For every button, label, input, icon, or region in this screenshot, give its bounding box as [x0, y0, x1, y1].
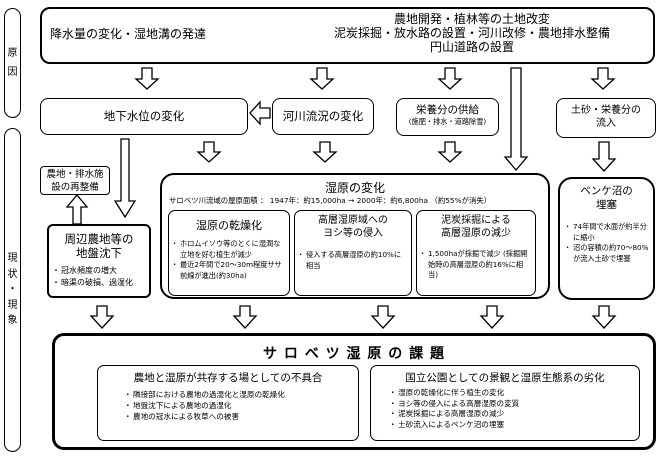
groundwater-label: 地下水位の変化 [103, 109, 185, 123]
list-item: 土砂流入によるペンケ沼の埋塞 [389, 420, 639, 431]
reed-title: 高層湿原域への ヨシ等の侵入 [295, 214, 411, 240]
wetland-area-line: サロベツ川流域の屋原面積 ： 1947年：約15,000ha → 2000年：約… [169, 196, 492, 205]
cause-climate: 降水量の変化・湿地溝の発達 [50, 27, 207, 41]
sediment-line: 土砂・栄養分の [571, 105, 641, 116]
sediment-line: 流入 [596, 118, 616, 129]
side-label-char: 因 [7, 67, 18, 78]
down-arrow [479, 305, 505, 329]
nutrient-sub: (施肥・排水・道路除雪) [408, 117, 487, 126]
sediment-inflow-box: 土砂・栄養分の 流入 [556, 98, 656, 138]
penke-title-line: 埋塞 [596, 199, 617, 211]
river-label: 河川流況の変化 [282, 109, 364, 123]
down-arrow [590, 67, 616, 90]
wetland-title: 湿原の変化 [324, 181, 385, 195]
down-arrow [312, 141, 338, 163]
list-item: 泥炭採掘による高層湿原の減少 [389, 409, 639, 420]
list-item: 最近2年間で20～30m程度ササ前線が進出(約30ha) [171, 260, 286, 281]
down-arrow [591, 305, 617, 329]
down-arrow [134, 67, 160, 90]
list-item: 冠水頻度の増大 [52, 265, 149, 277]
drainage-line: 設の再整備 [51, 182, 99, 193]
penke-list: 74年間で水面が約半分に縮小 沼の容積の約70～80%が流入土砂で埋塞 [564, 222, 649, 264]
peat-title-line: 泥炭採掘による [441, 215, 511, 226]
ground-subsidence-box: 周辺農地等の 地盤沈下 冠水頻度の増大 暗渠の破損、過湿化 [47, 224, 151, 298]
down-arrow [437, 67, 463, 90]
down-arrow [370, 305, 396, 329]
reed-list: 侵入する高層湿原の約10%に相当 [297, 250, 408, 271]
list-item: 湿原の乾燥化に伴う植生の変化 [389, 388, 639, 399]
park-degradation-list: 湿原の乾燥化に伴う植生の変化 ヨシ等の侵入による高層湿原の変質 泥炭採掘による高… [389, 388, 639, 431]
down-arrow [591, 141, 617, 172]
subsidence-title-line: 周辺農地等の [64, 232, 134, 246]
side-label-char: 状 [7, 268, 18, 280]
list-item: 沼の容積の約70～80%が流入土砂で埋塞 [564, 243, 649, 264]
side-label-char: 現 [7, 299, 18, 311]
list-item: 侵入する高層湿原の約10%に相当 [297, 250, 408, 271]
reed-invasion-box: 高層湿原域への ヨシ等の侵入 侵入する高層湿原の約10%に相当 [294, 210, 412, 296]
down-arrow [196, 141, 222, 163]
coexistence-list: 隣接部における農地の過湿化と湿原の乾燥化 地盤沈下による農地の過湿化 農地の冠水… [124, 389, 358, 422]
side-label-char: 原 [7, 48, 18, 59]
drying-box: 湿原の乾燥化 ホロムイソウ等のとくに湿潤な立地を好む植生が減少 最近2年間で20… [168, 210, 290, 296]
left-arrow [249, 100, 271, 126]
coexistence-title: 農地と湿原が共存する場としての不具合 [133, 372, 323, 384]
issues-title: サ ロ ベ ツ 湿 原 の 課 題 [263, 346, 445, 362]
list-item: 1,500haが採掘で減少 (採掘開始時の高層湿原の約16%に相当) [419, 249, 532, 281]
park-degradation-box: 国立公園としての景観と湿原生態系の劣化 湿原の乾燥化に伴う植生の変化 ヨシ等の侵… [370, 365, 640, 441]
groundwater-change-box: 地下水位の変化 [40, 98, 248, 135]
down-arrow [89, 305, 115, 329]
cause-line: 農地開発・植林等の土地改変 [393, 12, 550, 26]
drainage-rebuild-box: 農地・排水施 設の再整備 [40, 166, 110, 195]
drainage-line: 農地・排水施 [46, 169, 104, 180]
down-arrow [113, 138, 137, 219]
reed-title-line: 高層湿原域への [318, 215, 388, 226]
list-item: 暗渠の破損、過湿化 [52, 277, 149, 289]
down-arrow [503, 67, 529, 172]
side-label-char: ・ [7, 284, 18, 296]
up-arrow [65, 193, 89, 225]
penke-title: ペンケ沼の 埋塞 [560, 184, 653, 212]
reed-title-line: ヨシ等の侵入 [323, 228, 383, 239]
cause-line: 泥炭採掘・放水路の設置・河川改修・農地排水整備 [333, 26, 610, 40]
park-degradation-title: 国立公園としての景観と湿原生態系の劣化 [405, 372, 605, 384]
causes-box: 降水量の変化・湿地溝の発達 農地開発・植林等の土地改変 泥炭採掘・放水路の設置・… [40, 7, 655, 64]
peat-title-line: 高層湿原の減少 [441, 228, 511, 239]
peat-title: 泥炭採掘による 高層湿原の減少 [417, 214, 535, 240]
side-label-cause: 原 因 [4, 8, 21, 118]
penke-title-line: ペンケ沼の [580, 185, 633, 197]
side-label-char: 象 [7, 315, 18, 327]
list-item: ホロムイソウ等のとくに湿潤な立地を好む植生が減少 [171, 239, 286, 260]
side-label-char: 現 [7, 253, 18, 265]
subsidence-title: 周辺農地等の 地盤沈下 [49, 232, 149, 260]
coexistence-issue-box: 農地と湿原が共存する場としての不具合 隣接部における農地の過湿化と湿原の乾燥化 … [97, 365, 359, 441]
down-arrow [309, 67, 335, 90]
river-flow-change-box: 河川流況の変化 [272, 98, 374, 135]
cause-land-change: 農地開発・植林等の土地改変 泥炭採掘・放水路の設置・河川改修・農地排水整備 円山… [307, 12, 637, 54]
list-item: 農地の冠水による牧草への被害 [124, 411, 358, 422]
drying-list: ホロムイソウ等のとくに湿潤な立地を好む植生が減少 最近2年間で20～30m程度サ… [171, 239, 286, 281]
nutrient-supply-box: 栄養分の供給 (施肥・排水・道路除雪) [396, 98, 499, 136]
penke-pond-box: ペンケ沼の 埋塞 74年間で水面が約半分に縮小 沼の容積の約70～80%が流入土… [558, 177, 655, 300]
peat-list: 1,500haが採掘で減少 (採掘開始時の高層湿原の約16%に相当) [419, 249, 532, 281]
list-item: 隣接部における農地の過湿化と湿原の乾燥化 [124, 389, 358, 400]
wetland-change-box: 湿原の変化 サロベツ川流域の屋原面積 ： 1947年：約15,000ha → 2… [160, 173, 550, 299]
peat-mining-box: 泥炭採掘による 高層湿原の減少 1,500haが採掘で減少 (採掘開始時の高層湿… [416, 210, 536, 296]
issues-box: サ ロ ベ ツ 湿 原 の 課 題 農地と湿原が共存する場としての不具合 隣接部… [52, 333, 656, 450]
nutrient-title: 栄養分の供給 [416, 104, 479, 116]
down-arrow [437, 141, 463, 163]
list-item: ヨシ等の侵入による高層湿原の変質 [389, 399, 639, 410]
drying-title: 湿原の乾燥化 [196, 219, 262, 232]
side-label-current: 現 状 ・ 現 象 [4, 128, 21, 452]
subsidence-title-line: 地盤沈下 [76, 246, 122, 260]
list-item: 74年間で水面が約半分に縮小 [564, 222, 649, 243]
list-item: 地盤沈下による農地の過湿化 [124, 400, 358, 411]
down-arrow [232, 305, 258, 329]
subsidence-list: 冠水頻度の増大 暗渠の破損、過湿化 [52, 265, 149, 289]
cause-line: 円山道路の設置 [429, 40, 514, 54]
